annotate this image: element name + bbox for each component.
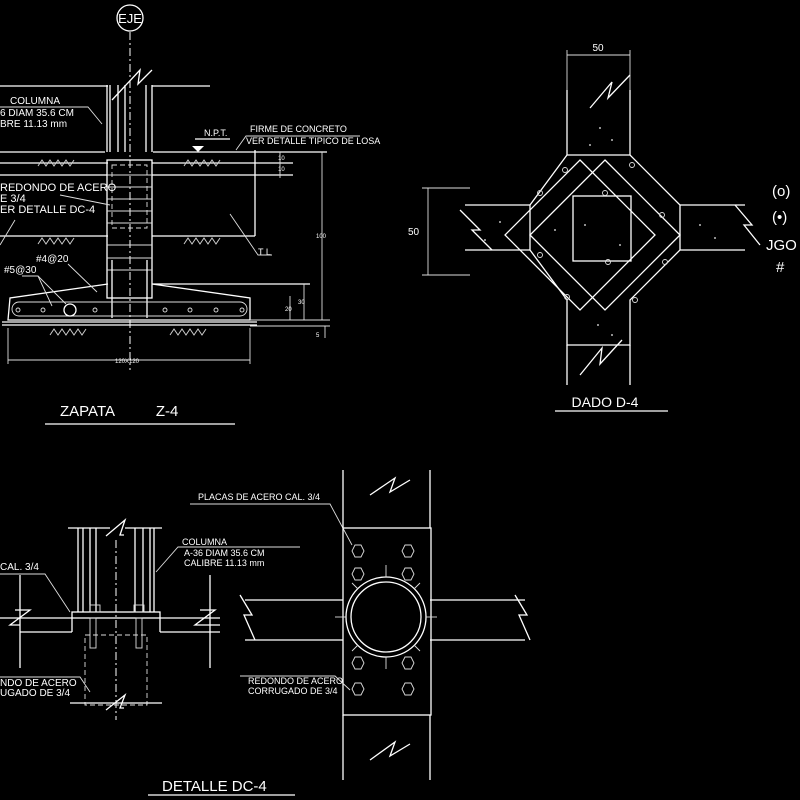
rotated-plate-1 xyxy=(504,159,656,311)
dado-title: DADO D-4 xyxy=(572,394,639,410)
redondo-left-label-2: UGADO DE 3/4 xyxy=(0,688,70,699)
npt-label: N.P.T. xyxy=(204,128,227,138)
break-line-right xyxy=(734,204,761,246)
base-plate xyxy=(71,611,161,619)
footing xyxy=(2,283,310,326)
tl-label: T L xyxy=(258,247,271,257)
dim-10-a: 10 xyxy=(278,156,285,162)
firme-detail-label: VER DETALLE TIPICO DE LOSA xyxy=(246,136,380,146)
axis-label: EJE xyxy=(118,11,142,26)
dim-10-b: 10 xyxy=(278,167,285,173)
zapata-z4-detail: EJE xyxy=(0,4,380,425)
detalle-title: DETALLE DC-4 xyxy=(162,778,267,795)
break-line-bottom xyxy=(579,339,623,376)
rotated-plate-2 xyxy=(529,159,681,311)
dim-width: 120X120 xyxy=(115,359,140,365)
anchor-bolts xyxy=(537,162,668,303)
legend-symbol-4: # xyxy=(776,259,785,276)
redondo-right-label-1: REDONDO DE ACERO xyxy=(248,676,343,686)
steel-column xyxy=(0,68,210,152)
redondo-label-2: E 3/4 xyxy=(0,193,26,205)
dim-20: 20 xyxy=(285,307,292,313)
placas-label: PLACAS DE ACERO CAL. 3/4 xyxy=(198,492,320,502)
level-marker-icon xyxy=(192,146,204,152)
cal-left-label: CAL. 3/4 xyxy=(0,562,39,573)
dim-100: 100 xyxy=(316,234,327,240)
detalle-dc4-plan xyxy=(239,470,531,780)
column-spec-1: 6 DIAM 35.6 CM xyxy=(0,108,74,119)
rebar-top-label: #4@20 xyxy=(36,254,69,265)
concrete-aggregate xyxy=(484,127,716,336)
column-spec-2: BRE 11.13 mm xyxy=(0,119,67,130)
stiffeners xyxy=(335,565,437,669)
column-spec-dc4-2: CALIBRE 11.13 mm xyxy=(184,558,264,568)
redondo-label-3: ER DETALLE DC-4 xyxy=(0,204,95,216)
steel-plate xyxy=(342,527,432,716)
zapata-title: ZAPATA Z-4 xyxy=(60,403,178,420)
inner-square xyxy=(572,195,632,262)
dado-dim-left: 50 xyxy=(408,227,420,238)
dim-5: 5 xyxy=(316,333,320,339)
concrete-walls xyxy=(465,90,745,385)
dimensions xyxy=(7,152,330,364)
soil-hatch xyxy=(37,159,221,336)
column-title-dc4: COLUMNA xyxy=(182,537,227,547)
dado-outline xyxy=(529,154,681,346)
legend-symbol-3: JGO xyxy=(766,237,797,254)
legend-symbol-2: (•) xyxy=(772,209,787,226)
detalle-dc4-left xyxy=(0,518,220,720)
dim-30: 30 xyxy=(298,300,305,306)
redondo-left-label-1: NDO DE ACERO xyxy=(0,678,77,689)
rebar-bottom-label: #5@30 xyxy=(4,265,37,276)
dado-dim-top: 50 xyxy=(592,43,604,54)
break-line-left xyxy=(459,209,493,251)
pedestal xyxy=(106,159,153,318)
column-pipe-inner xyxy=(350,581,422,653)
column-label: COLUMNA xyxy=(10,96,60,107)
redondo-label-1: REDONDO DE ACERO xyxy=(0,182,117,194)
floor-slab xyxy=(0,150,327,237)
dado-d4-detail: 50 50 DADO D-4 (o) (•) JGO xyxy=(408,43,797,412)
firme-label: FIRME DE CONCRETO xyxy=(250,124,347,134)
axis-bubble xyxy=(116,4,144,32)
legend-symbol-1: (o) xyxy=(772,183,790,200)
break-line-top xyxy=(589,74,631,109)
redondo-right-label-2: CORRUGADO DE 3/4 xyxy=(248,686,338,696)
hex-bolts xyxy=(351,544,415,696)
column-spec-dc4-1: A-36 DIAM 35.6 CM xyxy=(184,548,265,558)
